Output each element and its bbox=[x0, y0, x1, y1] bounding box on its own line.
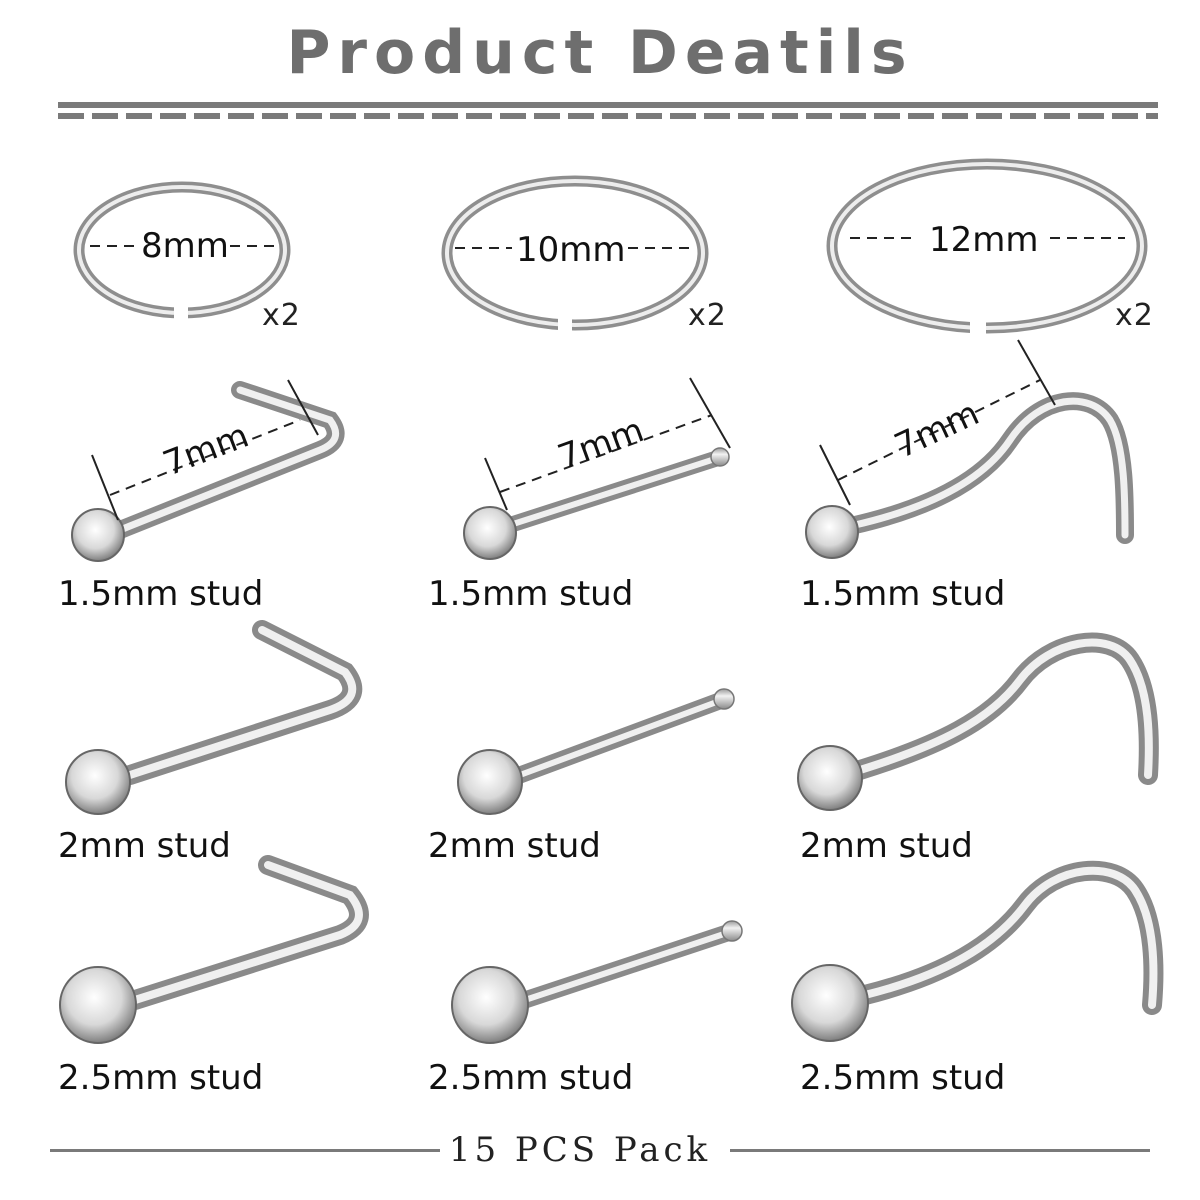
ring-quantity-10mm: x2 bbox=[688, 298, 727, 333]
ring-10mm bbox=[441, 175, 709, 332]
screw-stud-2mm bbox=[797, 632, 1159, 811]
ring-quantity-12mm: x2 bbox=[1115, 298, 1154, 333]
straight-stud-2-5mm bbox=[451, 920, 743, 1044]
label-screw-2-5mm: 2.5mm stud bbox=[800, 1058, 1006, 1098]
label-straight-2mm: 2mm stud bbox=[428, 826, 601, 866]
label-screw-2mm: 2mm stud bbox=[800, 826, 973, 866]
pin-length-dimension-lines bbox=[91, 339, 1056, 521]
footer-divider-left bbox=[50, 1149, 440, 1152]
label-l-shape-2mm: 2mm stud bbox=[58, 826, 231, 866]
ring-dimension-12mm: 12mm bbox=[929, 220, 1039, 260]
ring-12mm bbox=[826, 158, 1148, 336]
ring-8mm bbox=[73, 181, 291, 320]
label-straight-2-5mm: 2.5mm stud bbox=[428, 1058, 634, 1098]
ring-quantity-8mm: x2 bbox=[262, 298, 301, 333]
straight-stud-2mm bbox=[457, 688, 735, 815]
label-straight-1-5mm: 1.5mm stud bbox=[428, 574, 634, 614]
screw-stud-1-5mm bbox=[805, 392, 1134, 559]
pack-count: 15 PCS Pack bbox=[448, 1130, 712, 1170]
screw-stud-2-5mm bbox=[791, 860, 1164, 1042]
label-l-shape-2-5mm: 2.5mm stud bbox=[58, 1058, 264, 1098]
straight-stud-1-5mm bbox=[463, 447, 730, 560]
l-shape-stud-2-5mm bbox=[59, 855, 369, 1044]
page-title: Product Deatils bbox=[286, 18, 914, 88]
footer-divider-right bbox=[730, 1149, 1150, 1152]
title-divider-dashed bbox=[58, 113, 1158, 119]
l-shape-stud-1-5mm bbox=[71, 381, 345, 562]
label-l-shape-1-5mm: 1.5mm stud bbox=[58, 574, 264, 614]
label-screw-1-5mm: 1.5mm stud bbox=[800, 574, 1006, 614]
l-shape-stud-2mm bbox=[65, 620, 363, 815]
ring-dimension-10mm: 10mm bbox=[516, 230, 626, 270]
ring-dimension-8mm: 8mm bbox=[141, 226, 229, 266]
title-divider-solid bbox=[58, 102, 1158, 108]
ring-dimension-lines bbox=[90, 237, 1125, 249]
